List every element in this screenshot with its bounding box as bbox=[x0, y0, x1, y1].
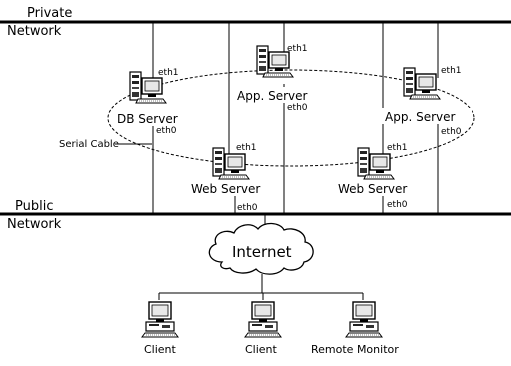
app2-eth1-label: eth1 bbox=[441, 66, 462, 76]
public-network-label-2: Network bbox=[7, 217, 62, 232]
app1-eth1-label: eth1 bbox=[287, 44, 308, 54]
web-server-2: Web Server eth1 eth0 bbox=[333, 143, 418, 210]
client-2-label: Client bbox=[245, 343, 278, 356]
web2-eth1-label: eth1 bbox=[387, 143, 408, 153]
public-network-label-1: Public bbox=[15, 199, 53, 214]
client-1-label: Client bbox=[144, 343, 177, 356]
app2-eth0-label: eth0 bbox=[441, 127, 462, 137]
remote-monitor: Remote Monitor bbox=[311, 301, 399, 356]
desktop-computer-icon bbox=[141, 301, 179, 338]
web2-eth0-label: eth0 bbox=[387, 200, 408, 210]
app-server-1: App. Server eth1 eth0 bbox=[232, 44, 324, 113]
desktop-computer-icon bbox=[345, 301, 383, 338]
serial-cable-ring bbox=[107, 69, 475, 167]
cloud-icon bbox=[208, 222, 314, 275]
app1-eth0-label: eth0 bbox=[287, 103, 308, 113]
private-network-label-2: Network bbox=[7, 24, 62, 39]
db-eth0-label: eth0 bbox=[156, 126, 177, 136]
internet-label: Internet bbox=[232, 243, 292, 261]
web-server-1: Web Server eth1 eth0 bbox=[186, 143, 271, 213]
remote-monitor-label: Remote Monitor bbox=[311, 343, 399, 356]
client-2: Client bbox=[244, 301, 282, 356]
app-server-2: App. Server eth1 eth0 bbox=[380, 66, 472, 137]
web1-eth1-label: eth1 bbox=[236, 143, 257, 153]
db-server: DB Server eth1 eth0 bbox=[112, 68, 192, 136]
client-1: Client bbox=[141, 301, 179, 356]
app-server-2-label: App. Server bbox=[385, 110, 455, 124]
db-server-label: DB Server bbox=[117, 112, 178, 126]
desktop-computer-icon bbox=[244, 301, 282, 338]
db-eth1-label: eth1 bbox=[158, 68, 179, 78]
private-network-label-1: Private bbox=[27, 6, 72, 21]
app-server-1-label: App. Server bbox=[237, 89, 307, 103]
server-computer-icon bbox=[403, 67, 441, 100]
serial-cable-label: Serial Cable bbox=[59, 139, 119, 150]
web-server-2-label: Web Server bbox=[338, 182, 407, 196]
web-server-1-label: Web Server bbox=[191, 182, 260, 196]
web1-eth0-label: eth0 bbox=[237, 203, 258, 213]
eth1-connections bbox=[152, 22, 439, 160]
client-connections bbox=[158, 292, 364, 300]
internet-cloud: Internet bbox=[208, 222, 314, 275]
